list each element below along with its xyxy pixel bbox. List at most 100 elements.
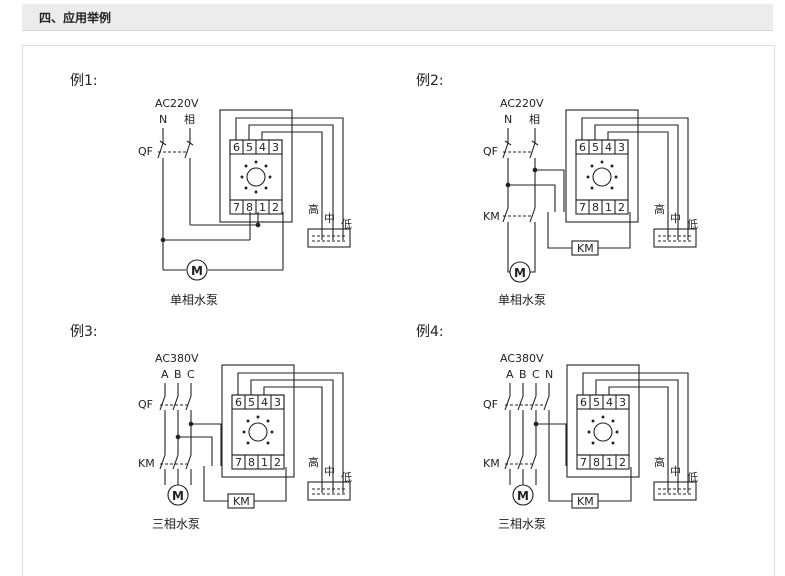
coil-label: KM	[233, 495, 250, 508]
example-title: 例3:	[70, 324, 98, 340]
pin-label: 2	[618, 201, 625, 214]
relay-base	[221, 364, 295, 478]
relay-base	[219, 109, 293, 223]
water-tank	[307, 481, 351, 501]
pin-label: 3	[274, 396, 281, 409]
example-3: 例3: AC380V A B C QF KM M	[70, 324, 352, 531]
pin-label: 1	[606, 456, 613, 469]
breaker-switch	[502, 128, 539, 208]
level-label: 中	[670, 212, 681, 225]
level-label: 中	[324, 465, 335, 478]
example-title: 例2:	[416, 73, 444, 89]
content-panel	[22, 45, 775, 576]
pin-label: 7	[233, 201, 240, 214]
example-title: 例1:	[70, 73, 98, 89]
phase-label: A	[161, 368, 169, 381]
supply-label: AC380V	[500, 352, 544, 365]
pin-label: 4	[606, 396, 613, 409]
water-tank	[653, 481, 697, 501]
phase-label: A	[506, 368, 514, 381]
water-tank	[307, 228, 351, 248]
section-title: 四、应用举例	[39, 11, 112, 25]
motor-symbol	[512, 484, 534, 506]
pin-label: 4	[261, 396, 268, 409]
pin-label: 8	[248, 456, 255, 469]
breaker-switch	[504, 383, 550, 466]
phase-label: 相	[529, 113, 540, 126]
level-label: 高	[308, 455, 319, 469]
motor-symbol	[186, 259, 208, 281]
breaker-label: QF	[483, 398, 498, 411]
breaker-switch	[157, 128, 194, 270]
level-label: 高	[654, 202, 665, 216]
pin-label: 1	[259, 201, 266, 214]
pin-label: 6	[233, 141, 240, 154]
pin-label: 2	[272, 201, 279, 214]
example-caption: 单相水泵	[170, 293, 218, 307]
example-2: 例2: AC220V N 相 QF KM M	[416, 73, 698, 307]
pin-label: 4	[605, 141, 612, 154]
motor-label: M	[191, 264, 203, 278]
example-caption: 单相水泵	[498, 293, 546, 307]
section-header: 四、应用举例	[22, 4, 773, 31]
coil-label: KM	[577, 242, 594, 255]
motor-label: M	[514, 266, 526, 280]
relay-base	[565, 109, 639, 223]
motor-label: M	[172, 489, 184, 503]
pin-label: 8	[246, 201, 253, 214]
level-label: 高	[308, 202, 319, 216]
pin-label: 8	[592, 201, 599, 214]
phase-label: B	[174, 368, 182, 381]
motor-label: M	[517, 489, 529, 503]
water-tank	[653, 228, 697, 248]
phase-label: N	[504, 113, 512, 126]
pin-label: 6	[580, 396, 587, 409]
contactor-label: KM	[483, 210, 500, 223]
example-title: 例4:	[416, 324, 444, 340]
pin-label: 5	[593, 396, 600, 409]
pin-label: 7	[235, 456, 242, 469]
contactor-label: KM	[483, 457, 500, 470]
example-1: 例1: AC220V N 相 QF M	[70, 73, 352, 307]
level-label: 低	[687, 471, 698, 484]
supply-label: AC220V	[500, 97, 544, 110]
pin-label: 1	[605, 201, 612, 214]
level-label: 低	[687, 218, 698, 231]
phase-label: N	[545, 368, 553, 381]
pin-label: 7	[579, 201, 586, 214]
pin-label: 6	[235, 396, 242, 409]
phase-label: 相	[184, 113, 195, 126]
breaker-switch	[159, 383, 192, 455]
phase-label: C	[187, 368, 195, 381]
pin-label: 5	[248, 396, 255, 409]
supply-label: AC220V	[155, 97, 199, 110]
pin-label: 5	[246, 141, 253, 154]
pin-label: 7	[580, 456, 587, 469]
contactor-switch	[502, 207, 536, 262]
phase-label: B	[519, 368, 527, 381]
motor-symbol	[167, 484, 189, 506]
relay-base	[566, 364, 640, 478]
contactor-label: KM	[138, 457, 155, 470]
example-4: 例4: AC380V A B C N QF KM M	[416, 324, 698, 531]
pin-label: 3	[272, 141, 279, 154]
supply-label: AC380V	[155, 352, 199, 365]
level-label: 中	[324, 212, 335, 225]
phase-label: N	[159, 113, 167, 126]
contactor-switch	[504, 454, 537, 485]
pin-label: 6	[579, 141, 586, 154]
example-caption: 三相水泵	[152, 517, 200, 531]
level-label: 高	[654, 455, 665, 469]
level-label: 低	[341, 218, 352, 231]
pin-label: 3	[618, 141, 625, 154]
breaker-label: QF	[138, 398, 153, 411]
level-label: 低	[341, 471, 352, 484]
pin-label: 4	[259, 141, 266, 154]
breaker-label: QF	[138, 145, 153, 158]
pin-label: 5	[592, 141, 599, 154]
level-label: 中	[670, 465, 681, 478]
example-caption: 三相水泵	[498, 517, 546, 531]
pin-label: 1	[261, 456, 268, 469]
pin-label: 2	[619, 456, 626, 469]
